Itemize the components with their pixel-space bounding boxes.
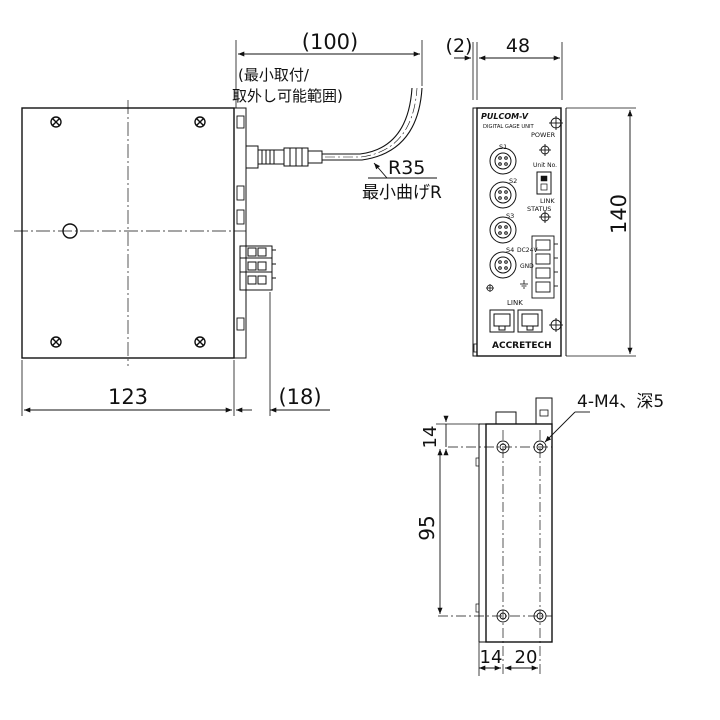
- dim-hole-vertical: 95: [415, 515, 439, 540]
- center-hole-icon: [62, 223, 78, 239]
- brand-label: ACCRETECH: [492, 341, 552, 351]
- dim-hole-bottom-right: 20: [515, 647, 538, 668]
- channel-label: S1: [499, 143, 507, 151]
- bend-note: 最小曲げR: [362, 183, 442, 203]
- screw-icon: [50, 336, 62, 348]
- terminal-block: [239, 245, 276, 291]
- front-panel-view: [454, 42, 636, 357]
- channel-connector-icon: [489, 181, 517, 209]
- channel-connector-icon: [489, 147, 517, 175]
- power-label: POWER: [531, 131, 556, 139]
- gnd-label: GND: [520, 263, 534, 270]
- dim-bend-radius: R35: [388, 157, 425, 179]
- dim-panel-height: 140: [607, 194, 631, 234]
- cable-note-line1: (最小取付/: [238, 66, 310, 84]
- panel-title: PULCOM-V: [481, 112, 529, 121]
- mount-hole-icon: [549, 318, 563, 332]
- screw-icon: [194, 116, 206, 128]
- back-view-body: [485, 423, 553, 643]
- side-view: [14, 40, 437, 416]
- dim-hole-top: 14: [420, 426, 441, 449]
- link-port-icon: [489, 309, 515, 333]
- channel-label: S4: [506, 246, 514, 254]
- bend-radius-leader: [373, 162, 388, 179]
- unit-no-switch: [536, 171, 552, 195]
- panel-edge: [233, 107, 247, 359]
- cable-note-line2: 取外し可能範囲): [232, 87, 343, 105]
- power-led-icon: [539, 144, 551, 156]
- channel-label: S2: [509, 177, 517, 185]
- dim-connector-offset: (18): [278, 385, 321, 409]
- status-led-icon: [539, 211, 551, 223]
- tapped-holes-note: 4-M4、深5: [577, 392, 664, 412]
- cable: [322, 87, 413, 155]
- mount-hole-icon: [549, 116, 563, 130]
- channel-connector-icon: [489, 251, 517, 279]
- unit-no-label: Unit No.: [533, 162, 557, 169]
- dim-hole-bottom-left: 14: [480, 647, 503, 668]
- channel-connector-icon: [489, 216, 517, 244]
- ground-icon: [520, 280, 528, 289]
- status-label: STATUS: [527, 205, 551, 213]
- dim-cable-clearance: (100): [302, 30, 358, 54]
- screw-icon: [194, 336, 206, 348]
- cable-connector: [245, 145, 323, 169]
- link-status-label: LINK: [540, 197, 555, 205]
- dc24v-label: DC24V: [517, 247, 538, 254]
- screw-icon: [50, 116, 62, 128]
- back-view: [436, 397, 590, 676]
- dc24v-terminal: [531, 235, 558, 299]
- dim-panel-offset: (2): [446, 35, 473, 57]
- dim-panel-width: 48: [506, 35, 530, 57]
- dim-side-width: 123: [108, 385, 148, 409]
- mount-hole-icon: [486, 284, 494, 292]
- link-port-icon: [517, 309, 543, 333]
- channel-label: S3: [506, 212, 514, 220]
- link-port-label: LINK: [507, 299, 523, 307]
- panel-subtitle: DIGITAL GAGE UNIT: [483, 124, 535, 130]
- tapped-hole-leader: [544, 411, 576, 443]
